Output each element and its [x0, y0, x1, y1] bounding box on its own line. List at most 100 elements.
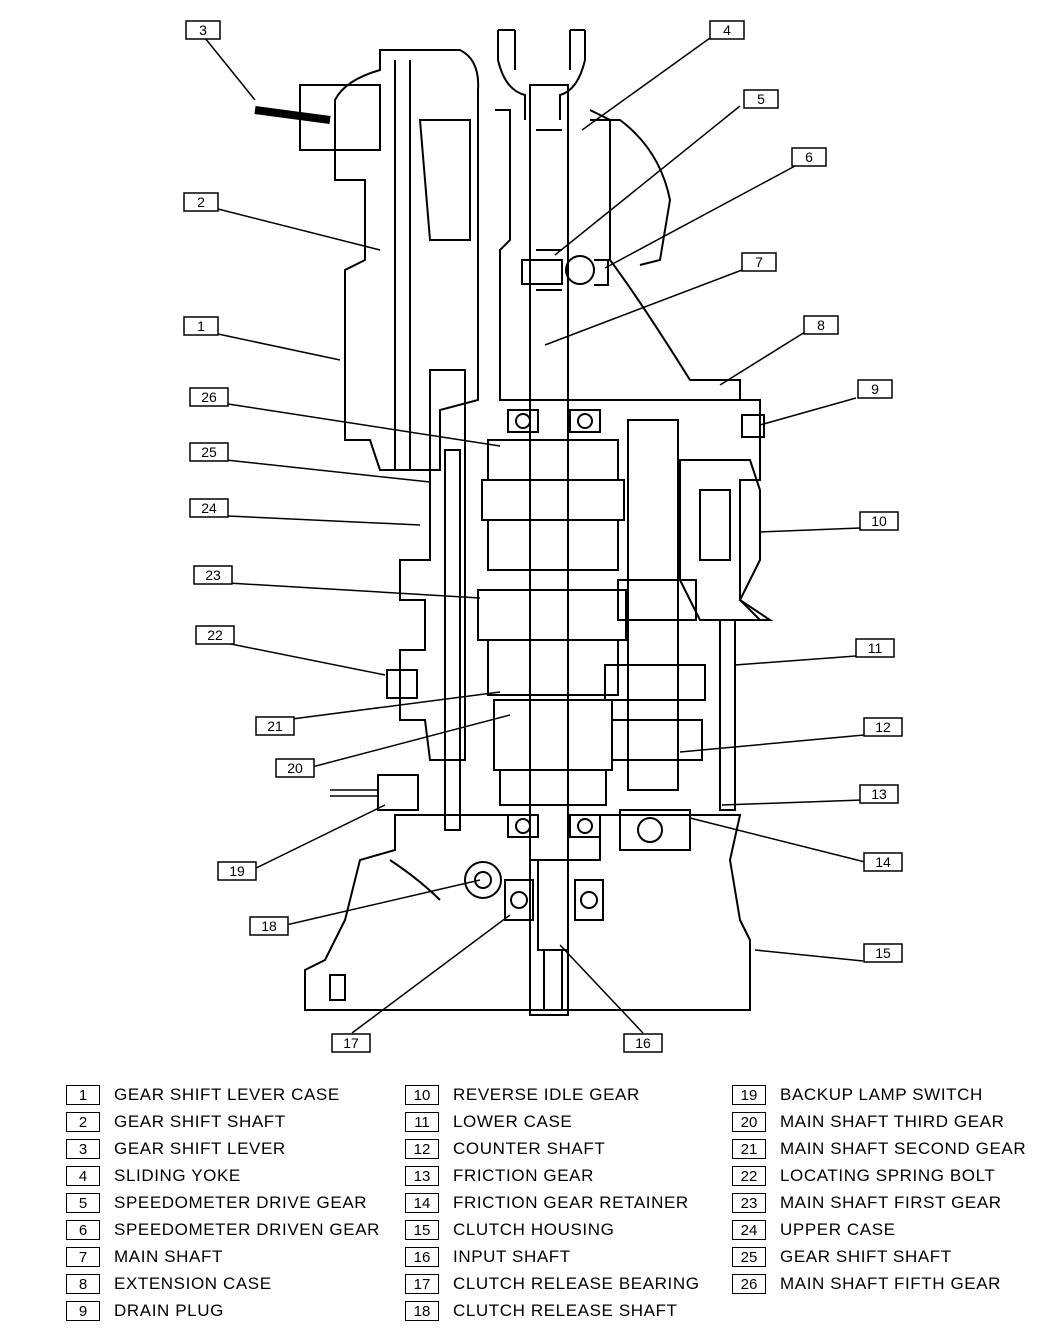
legend-number: 9 [66, 1301, 100, 1321]
callout-14: 14 [863, 852, 903, 872]
callout-label: 7 [755, 254, 763, 270]
legend-item: 5 SPEEDOMETER DRIVE GEAR [66, 1192, 367, 1214]
callout-11: 11 [855, 638, 895, 658]
legend-label: MAIN SHAFT FIFTH GEAR [780, 1274, 1002, 1293]
legend-label: CLUTCH HOUSING [453, 1220, 615, 1239]
callout-3: 3 [185, 20, 221, 40]
legend-label: BACKUP LAMP SWITCH [780, 1085, 983, 1104]
legend-label: FRICTION GEAR RETAINER [453, 1193, 689, 1212]
callout-7: 7 [741, 252, 777, 272]
transmission-drawing: 3 4 5 6 2 7 1 8 9 26 25 24 10 23 22 11 1… [183, 20, 903, 1053]
callout-label: 18 [261, 918, 277, 934]
callout-6: 6 [791, 147, 827, 167]
callout-label: 17 [343, 1035, 359, 1051]
legend-label: MAIN SHAFT THIRD GEAR [780, 1112, 1005, 1131]
callout-label: 3 [199, 22, 207, 38]
callout-label: 25 [201, 444, 217, 460]
legend-label: CLUTCH RELEASE SHAFT [453, 1301, 678, 1320]
legend-number: 11 [405, 1112, 439, 1132]
callout-17: 17 [331, 1033, 371, 1053]
callout-2: 2 [183, 192, 219, 212]
callout-label: 2 [197, 194, 205, 210]
callout-label: 22 [207, 627, 223, 643]
legend-number: 4 [66, 1166, 100, 1186]
legend-label: REVERSE IDLE GEAR [453, 1085, 640, 1104]
legend-item: 15 CLUTCH HOUSING [405, 1219, 614, 1241]
legend-item: 23 MAIN SHAFT FIRST GEAR [732, 1192, 1002, 1214]
legend-number: 6 [66, 1220, 100, 1240]
callout-label: 20 [287, 760, 303, 776]
legend-number: 23 [732, 1193, 766, 1213]
legend-number: 15 [405, 1220, 439, 1240]
legend-number: 19 [732, 1085, 766, 1105]
legend-item: 14 FRICTION GEAR RETAINER [405, 1192, 689, 1214]
legend-label: SPEEDOMETER DRIVE GEAR [114, 1193, 368, 1212]
transmission-outline [254, 29, 774, 1016]
callout-label: 23 [205, 567, 221, 583]
callout-10: 10 [859, 511, 899, 531]
callout-label: 19 [229, 863, 245, 879]
legend-label: GEAR SHIFT SHAFT [114, 1112, 286, 1131]
callout-25: 25 [189, 442, 229, 462]
legend-item: 19 BACKUP LAMP SWITCH [732, 1084, 983, 1106]
callout-8: 8 [803, 315, 839, 335]
legend-number: 7 [66, 1247, 100, 1267]
callout-label: 10 [871, 513, 887, 529]
legend-number: 1 [66, 1085, 100, 1105]
callout-16: 16 [623, 1033, 663, 1053]
legend-number: 8 [66, 1274, 100, 1294]
callout-label: 9 [871, 381, 879, 397]
callout-5: 5 [743, 89, 779, 109]
legend-label: LOCATING SPRING BOLT [780, 1166, 996, 1185]
callout-label: 1 [197, 318, 205, 334]
callout-label: 12 [875, 719, 891, 735]
legend-number: 26 [732, 1274, 766, 1294]
callout-23: 23 [193, 565, 233, 585]
callout-label: 11 [868, 640, 883, 656]
callout-label: 24 [201, 500, 217, 516]
callout-18: 18 [249, 916, 289, 936]
callout-label: 8 [817, 317, 825, 333]
legend-label: GEAR SHIFT LEVER CASE [114, 1085, 340, 1104]
legend-label: SPEEDOMETER DRIVEN GEAR [114, 1220, 381, 1239]
callout-label: 5 [757, 91, 765, 107]
legend-label: MAIN SHAFT SECOND GEAR [780, 1139, 1027, 1158]
legend-number: 21 [732, 1139, 766, 1159]
callout-boxes: 3 4 5 6 2 7 1 8 9 26 25 24 10 23 22 11 1… [183, 20, 903, 1053]
callout-12: 12 [863, 717, 903, 737]
callout-26: 26 [189, 387, 229, 407]
callout-label: 16 [635, 1035, 651, 1051]
legend-number: 5 [66, 1193, 100, 1213]
callout-20: 20 [275, 758, 315, 778]
legend-item: 7 MAIN SHAFT [66, 1246, 223, 1268]
callout-label: 21 [267, 718, 283, 734]
legend-item: 1 GEAR SHIFT LEVER CASE [66, 1084, 340, 1106]
callout-21: 21 [255, 716, 295, 736]
callout-label: 14 [875, 854, 891, 870]
legend-item: 21 MAIN SHAFT SECOND GEAR [732, 1138, 1026, 1160]
legend-number: 3 [66, 1139, 100, 1159]
leader-lines [204, 37, 866, 1034]
transmission-cross-section-diagram: 3 4 5 6 2 7 1 8 9 26 25 24 10 23 22 11 1… [183, 20, 903, 1053]
legend-item: 3 GEAR SHIFT LEVER [66, 1138, 286, 1160]
callout-label: 6 [805, 149, 813, 165]
legend-number: 14 [405, 1193, 439, 1213]
callout-label: 15 [875, 945, 891, 961]
legend-label: MAIN SHAFT FIRST GEAR [780, 1193, 1002, 1212]
legend-label: MAIN SHAFT [114, 1247, 223, 1266]
legend-label: EXTENSION CASE [114, 1274, 272, 1293]
legend-label: CLUTCH RELEASE BEARING [453, 1274, 700, 1293]
legend-label: GEAR SHIFT LEVER [114, 1139, 286, 1158]
